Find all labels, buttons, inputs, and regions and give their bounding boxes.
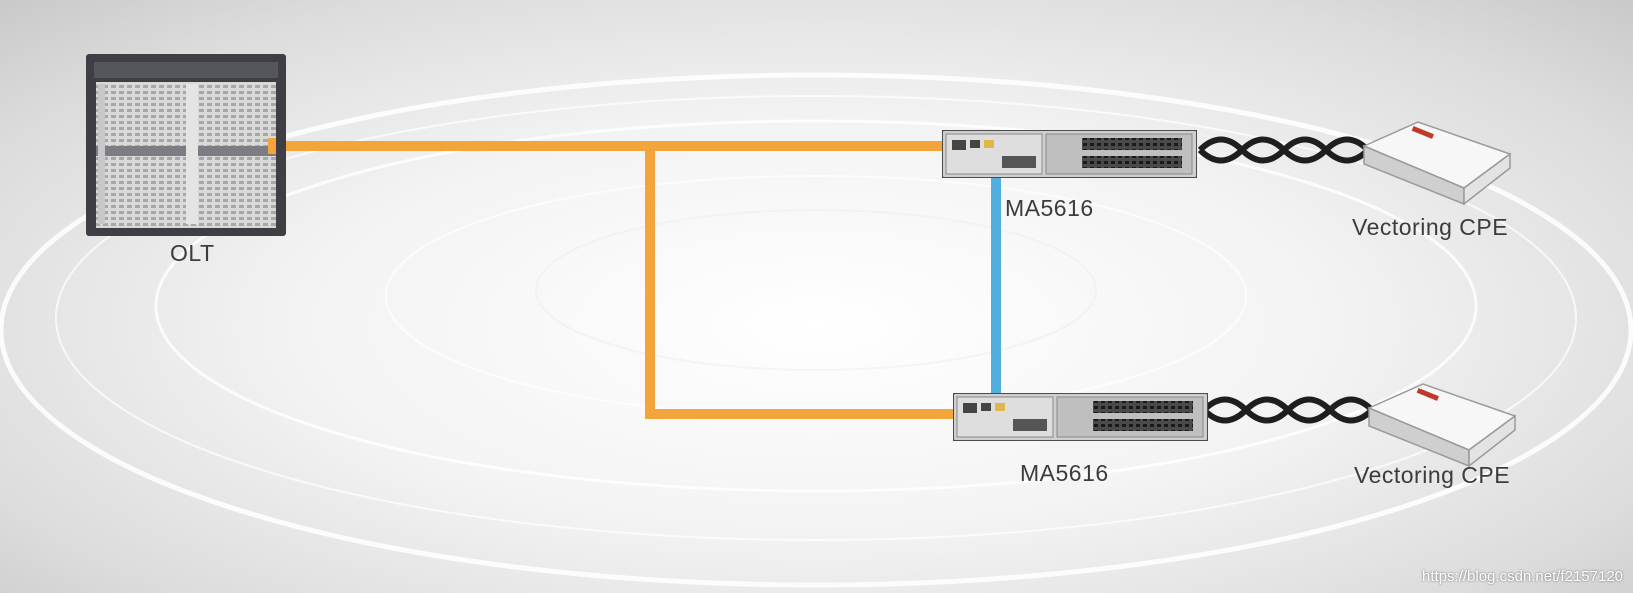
ma5616-top-device-icon (942, 130, 1197, 178)
watermark-text: https://blog.csdn.net/f2157120 (1422, 568, 1623, 585)
olt-label: OLT (170, 240, 215, 267)
cpe-top-label: Vectoring CPE (1352, 214, 1508, 241)
twisted-pair-link-bottom (1204, 400, 1372, 421)
cpe-bottom-device-icon (1365, 380, 1520, 468)
twisted-pair-link-top (1200, 140, 1368, 161)
olt-device-icon (86, 54, 286, 236)
ma5616-bottom-label: MA5616 (1020, 460, 1109, 487)
fiber-link-olt-to-bottom-ma5616 (650, 146, 955, 414)
ma5616-bottom-device-icon (953, 393, 1208, 441)
cpe-top-device-icon (1360, 118, 1515, 206)
ma5616-top-label: MA5616 (1005, 195, 1094, 222)
cpe-bottom-label: Vectoring CPE (1354, 462, 1510, 489)
